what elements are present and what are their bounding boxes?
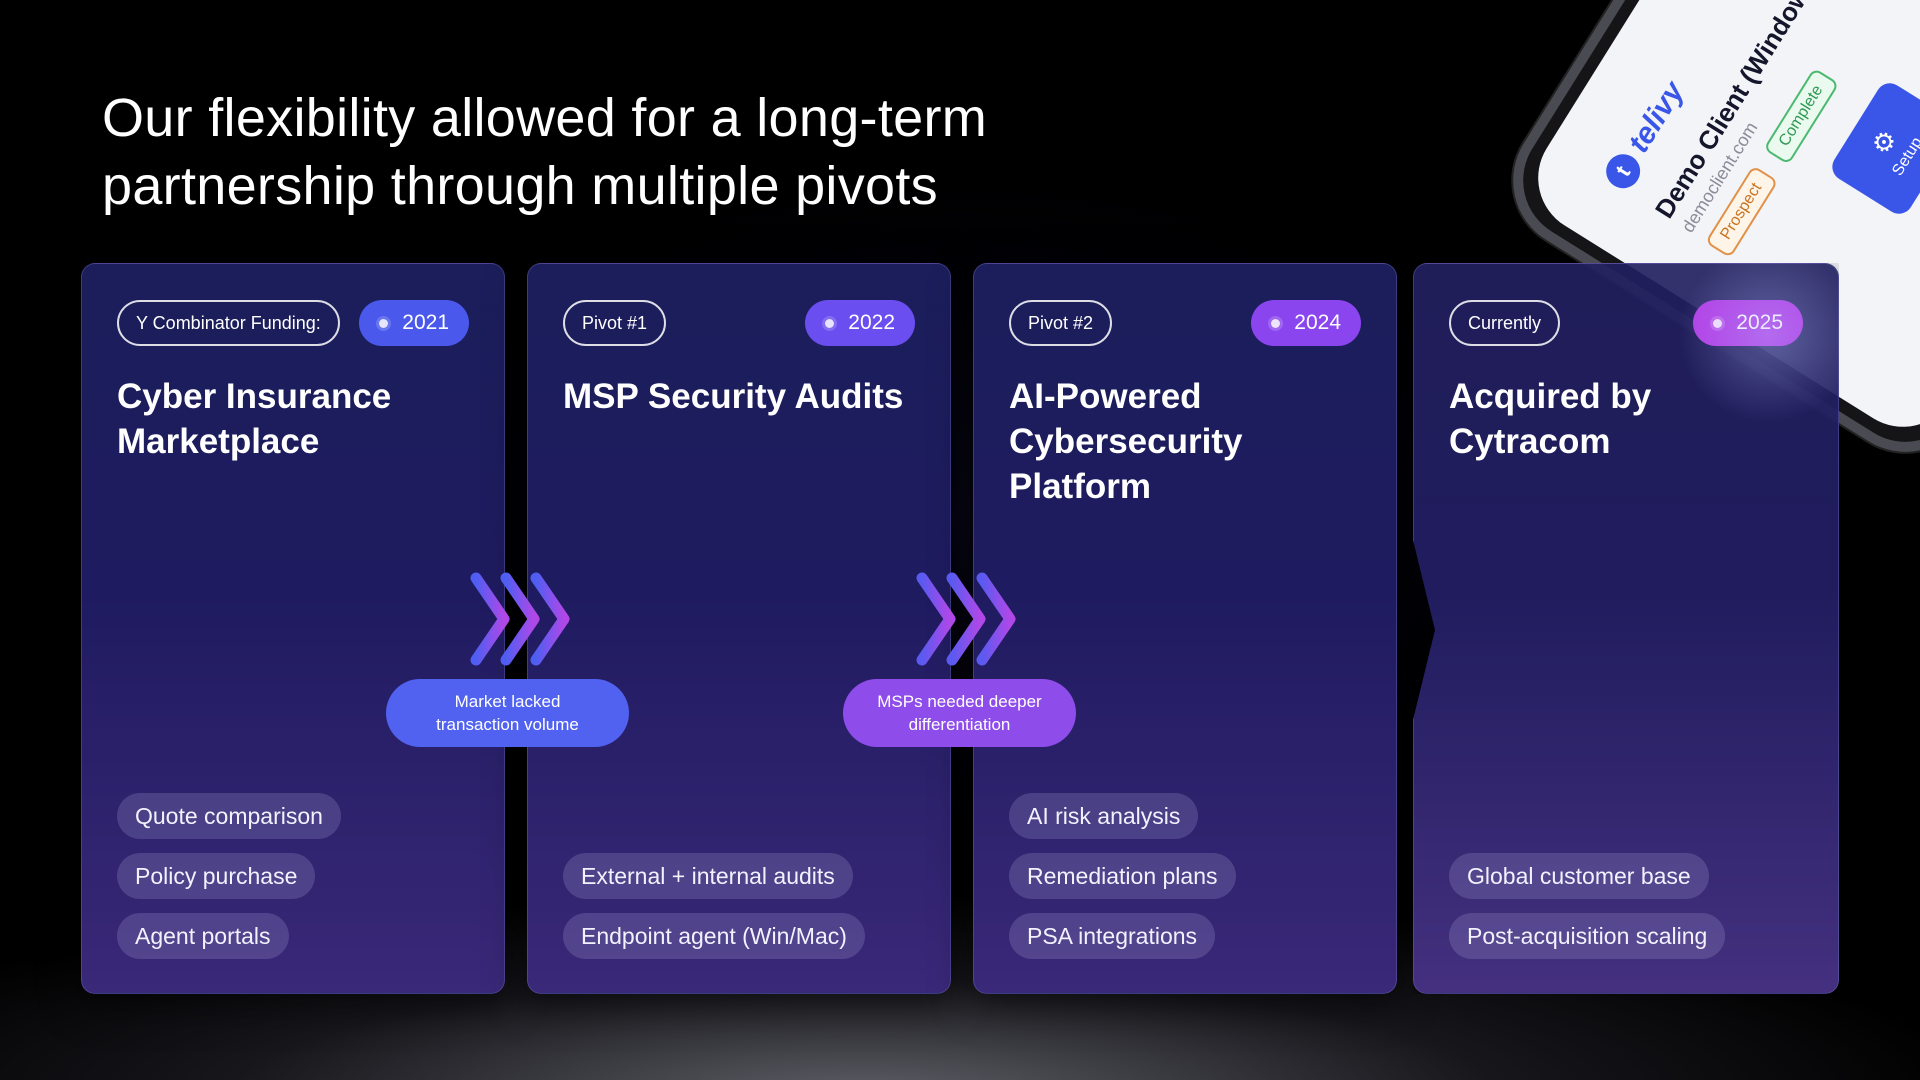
- dot-icon: [825, 318, 835, 328]
- feature-chip: AI risk analysis: [1009, 793, 1199, 839]
- headline-line-2: partnership through multiple pivots: [102, 156, 938, 216]
- headline-line-1: Our flexibility allowed for a long-term: [102, 88, 988, 148]
- timeline-card-2022: Pivot #1 2022 MSP Security Audits Extern…: [527, 263, 951, 994]
- gear-icon: ⚙: [1865, 124, 1904, 160]
- reason-line: MSPs needed deeper: [877, 692, 1042, 711]
- card-header: Pivot #2 2024: [1009, 300, 1361, 346]
- complete-badge[interactable]: Complete: [1763, 67, 1840, 165]
- feature-chip: Policy purchase: [117, 853, 316, 899]
- feature-chip: External + internal audits: [563, 853, 853, 899]
- card-header: Pivot #1 2022: [563, 300, 915, 346]
- stage-tag: Currently: [1449, 300, 1561, 346]
- slide-headline: Our flexibility allowed for a long-term …: [102, 84, 1202, 220]
- stage-tag: Pivot #1: [563, 300, 667, 346]
- stage-tag: Pivot #2: [1009, 300, 1113, 346]
- pivot-reason-1: Market lacked transaction volume: [386, 679, 629, 747]
- telivy-logo-mark: t: [1599, 147, 1647, 195]
- feature-chip: Quote comparison: [117, 793, 341, 839]
- feature-chip: Endpoint agent (Win/Mac): [563, 913, 865, 959]
- feature-list: Global customer base Post-acquisition sc…: [1449, 853, 1726, 959]
- feature-chip: Agent portals: [117, 913, 289, 959]
- year-badge: 2022: [805, 300, 915, 346]
- feature-chip: Post-acquisition scaling: [1449, 913, 1726, 959]
- feature-list: Quote comparison Policy purchase Agent p…: [117, 793, 341, 959]
- year-badge: 2021: [359, 300, 469, 346]
- card-header: Y Combinator Funding: 2021: [117, 300, 469, 346]
- card-title: MSP Security Audits: [563, 377, 904, 416]
- year-badge: 2025: [1693, 300, 1803, 346]
- card-header: Currently 2025: [1449, 300, 1803, 346]
- timeline-card-2024: Pivot #2 2024 AI-Powered Cybersecurity P…: [973, 263, 1397, 994]
- year-label: 2021: [402, 311, 449, 334]
- timeline-card-2021: Y Combinator Funding: 2021 Cyber Insuran…: [81, 263, 505, 994]
- stage-tag: Y Combinator Funding:: [117, 300, 340, 346]
- triple-chevron-icon: [470, 572, 570, 666]
- pivot-reason-2: MSPs needed deeper differentiation: [843, 679, 1076, 747]
- card-title: AI-Powered Cybersecurity Platform: [1009, 377, 1243, 506]
- feature-chip: PSA integrations: [1009, 913, 1216, 959]
- feature-list: External + internal audits Endpoint agen…: [563, 853, 865, 959]
- year-label: 2025: [1736, 311, 1783, 334]
- feature-list: AI risk analysis Remediation plans PSA i…: [1009, 793, 1236, 959]
- reason-line: Market lacked: [454, 692, 561, 711]
- dot-icon: [1713, 318, 1723, 328]
- year-label: 2022: [848, 311, 895, 334]
- dot-icon: [1271, 318, 1281, 328]
- year-label: 2024: [1294, 311, 1341, 334]
- feature-chip: Global customer base: [1449, 853, 1709, 899]
- reason-line: transaction volume: [436, 715, 579, 734]
- year-badge: 2024: [1251, 300, 1361, 346]
- setup-button[interactable]: ⚙ Setup: [1827, 78, 1920, 219]
- card-title: Acquired by Cytracom: [1449, 377, 1652, 461]
- feature-chip: Remediation plans: [1009, 853, 1236, 899]
- timeline-card-2025: Currently 2025 Acquired by Cytracom Glob…: [1413, 263, 1839, 994]
- triple-chevron-icon: [916, 572, 1016, 666]
- card-title: Cyber Insurance Marketplace: [117, 377, 392, 461]
- reason-line: differentiation: [908, 715, 1011, 734]
- dot-icon: [379, 318, 389, 328]
- telivy-logo-text: telivy: [1621, 75, 1691, 159]
